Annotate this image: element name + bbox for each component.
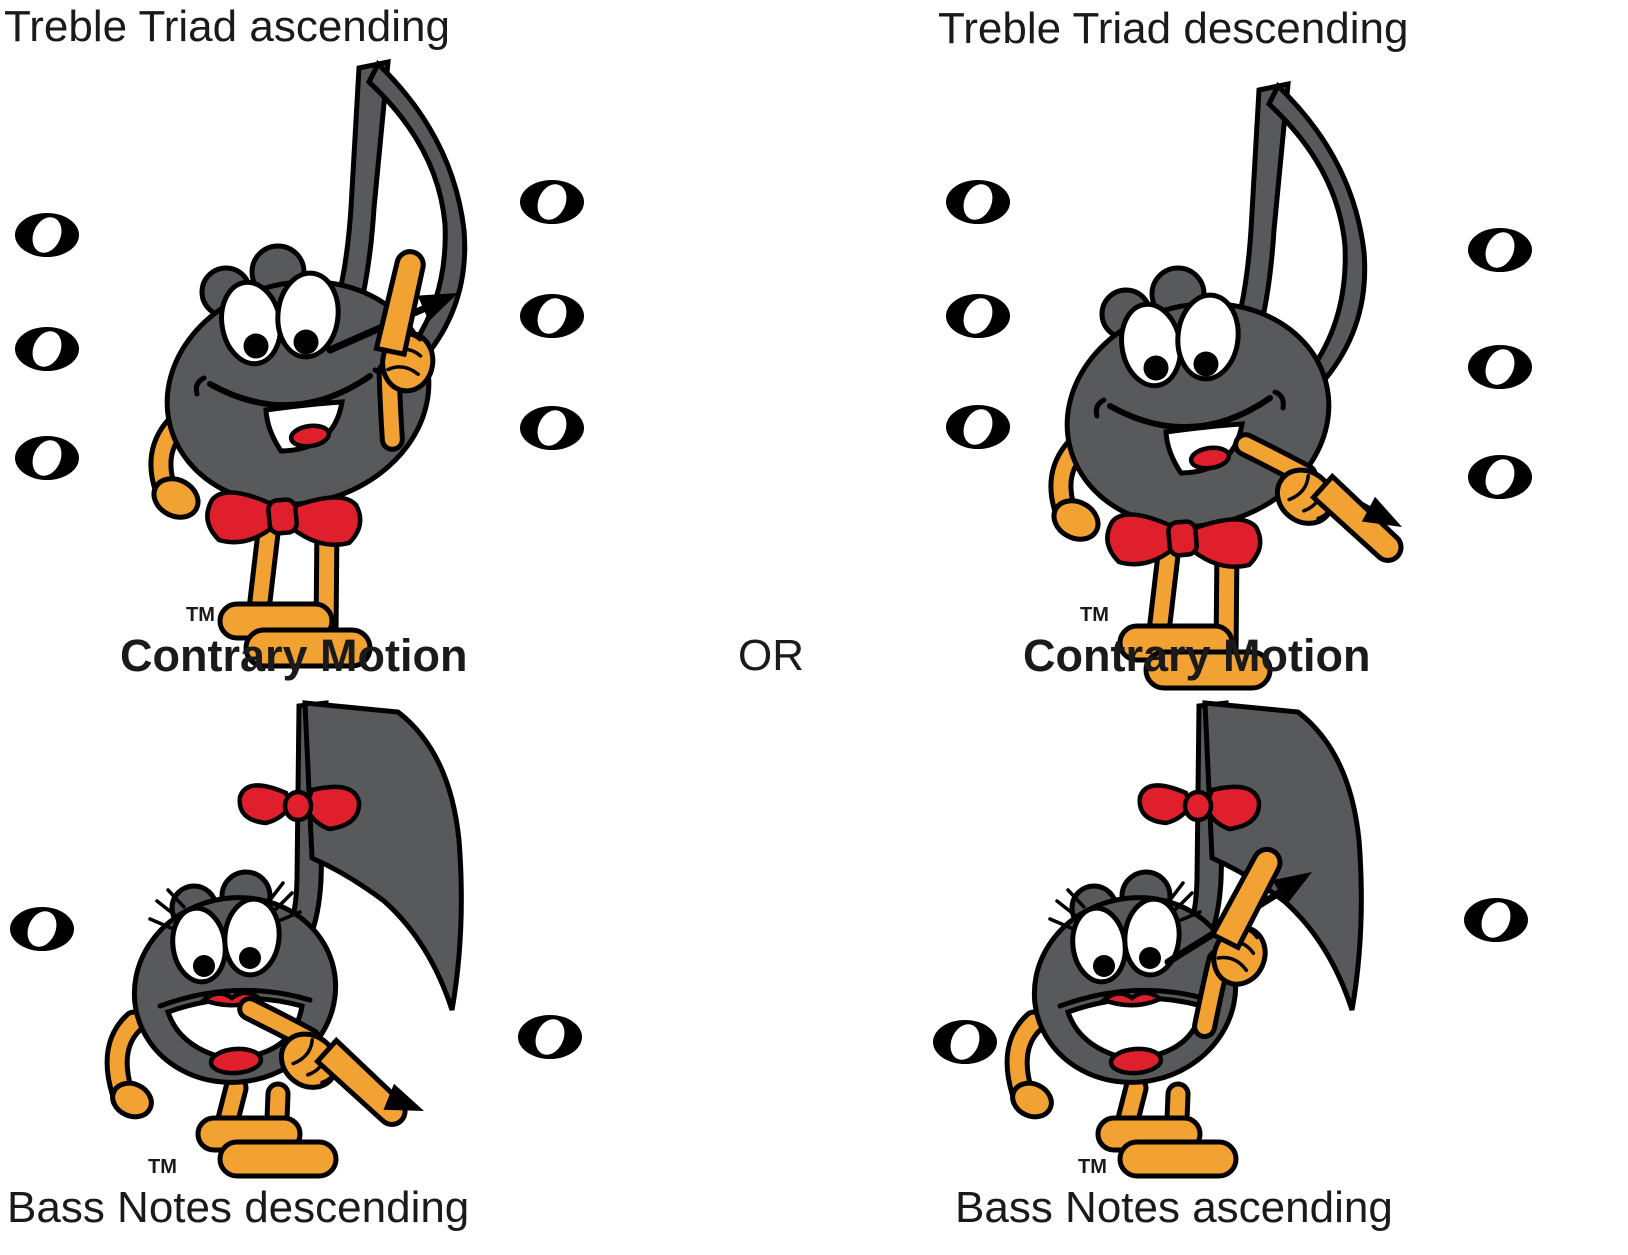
whole-note-icon (933, 1019, 997, 1065)
whole-note-icon (946, 293, 1010, 339)
trademark-bottom-right: TM (1078, 1156, 1107, 1178)
or-label: OR (738, 631, 804, 680)
quadrant-title-bass-ascending: Bass Notes ascending (955, 1183, 1393, 1232)
ascending-arrowhead-icon (417, 293, 458, 322)
quadrant-treble-descending-graphic (946, 84, 1532, 688)
quadrant-bass-descending-graphic (10, 703, 582, 1176)
trademark-bottom-left: TM (148, 1156, 177, 1178)
descending-arrowhead-icon (383, 1083, 424, 1111)
quadrant-treble-ascending-graphic (15, 62, 584, 666)
male-note-character (1043, 84, 1364, 688)
whole-note-icon (520, 179, 584, 225)
contrary-motion-label-left: Contrary Motion (120, 630, 468, 681)
whole-note-icon (15, 435, 79, 481)
whole-note-icon (10, 906, 74, 952)
whole-note-icon (1464, 897, 1528, 943)
whole-note-icon (946, 404, 1010, 450)
whole-note-icon (1468, 227, 1532, 273)
contrary-motion-label-right: Contrary Motion (1023, 630, 1371, 681)
quadrant-title-bass-descending: Bass Notes descending (7, 1183, 470, 1232)
whole-note-icon (1468, 344, 1532, 390)
whole-note-icon (1468, 454, 1532, 500)
whole-note-icon (946, 179, 1010, 225)
trademark-top-right: TM (1080, 604, 1109, 626)
whole-note-icon (15, 326, 79, 372)
whole-note-icon (520, 405, 584, 451)
quadrant-bass-ascending-graphic (933, 703, 1528, 1176)
whole-note-icon (520, 293, 584, 339)
descending-arrowhead-icon (1361, 496, 1402, 527)
female-note-character (1007, 703, 1361, 1176)
whole-note-icon (15, 212, 79, 258)
quadrant-title-treble-ascending: Treble Triad ascending (4, 2, 450, 51)
ascending-arrowhead-icon (1272, 872, 1312, 905)
trademark-top-left: TM (186, 604, 215, 626)
quadrant-title-treble-descending: Treble Triad descending (938, 4, 1409, 53)
whole-note-icon (518, 1014, 582, 1060)
